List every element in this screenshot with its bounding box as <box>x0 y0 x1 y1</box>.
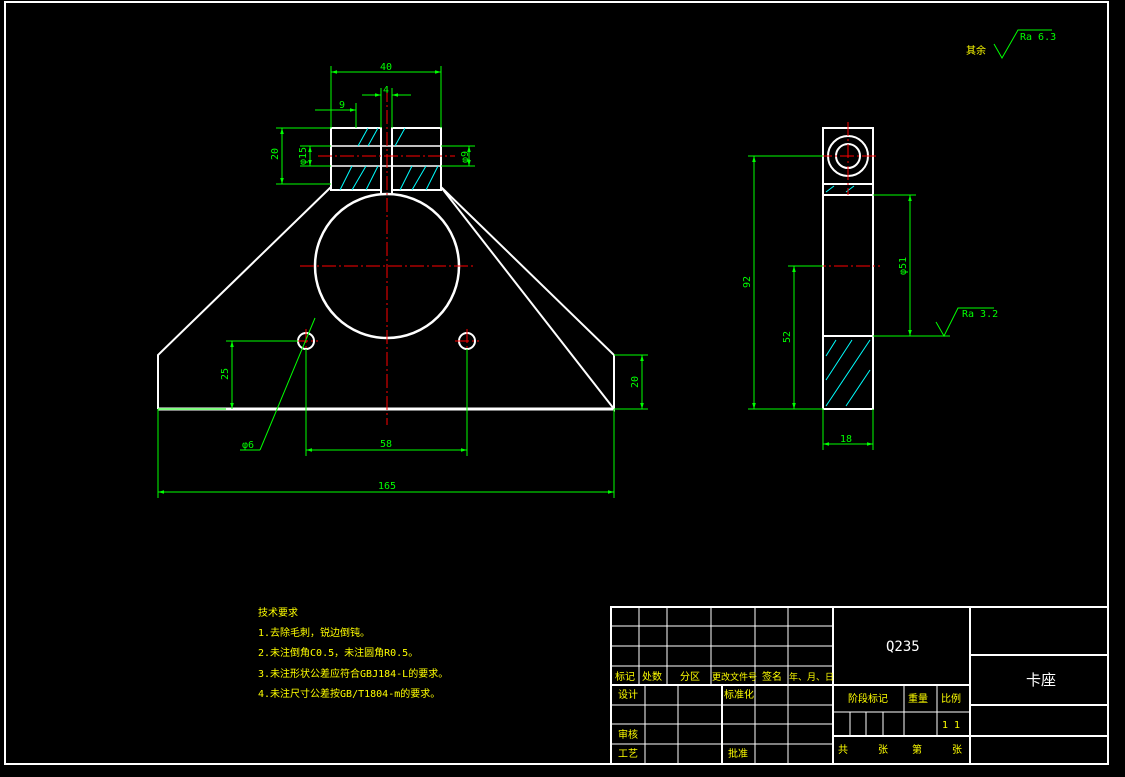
dim-25: 25 <box>220 368 231 380</box>
tb-review: 审核 <box>618 728 638 741</box>
dim-9: 9 <box>339 100 345 111</box>
tb-approve: 批准 <box>728 747 748 760</box>
roughness-symbol-general <box>993 29 1052 60</box>
tech-requirement-item: 1.去除毛刺，锐边倒钝。 <box>258 626 370 639</box>
tb-sheets: 张 <box>878 744 888 756</box>
tb-scale-value: 1 1 <box>942 720 960 731</box>
dim-dia-51: φ51 <box>898 257 909 275</box>
tb-total-sheets: 共 <box>838 744 848 756</box>
right-clamp-block <box>391 127 442 191</box>
tb-standardize: 标准化 <box>724 688 754 701</box>
dim-92: 92 <box>742 276 753 288</box>
tech-requirement-item: 2.未注倒角C0.5，未注圆角R0.5。 <box>258 646 418 659</box>
tech-requirements-title: 技术要求 <box>258 606 298 619</box>
dim-dia-9: φ9 <box>460 151 471 163</box>
dim-20-top: 20 <box>270 148 281 160</box>
dim-dia-15: φ15 <box>298 147 309 165</box>
left-clamp-block <box>330 127 382 191</box>
tb-part-name: 卡座 <box>1026 671 1056 689</box>
roughness-surface-value: Ra 3.2 <box>962 309 998 320</box>
dim-20-base: 20 <box>630 376 641 388</box>
tb-process: 工艺 <box>618 748 638 760</box>
dim-dia-6: φ6 <box>242 440 254 451</box>
tb-sheet-no: 第 <box>912 743 922 756</box>
dim-40: 40 <box>380 62 392 73</box>
front-dimensions <box>157 66 648 498</box>
tb-header-zone: 分区 <box>680 671 700 683</box>
tb-weight: 重量 <box>908 692 928 705</box>
tech-requirements: 技术要求 1.去除毛刺，锐边倒钝。 2.未注倒角C0.5，未注圆角R0.5。 3… <box>258 606 448 700</box>
tb-header-sign: 签名 <box>762 670 782 683</box>
tb-header-date: 年、月、日 <box>789 671 834 683</box>
roughness-symbol-surface <box>935 307 994 338</box>
tb-sheet-suffix: 张 <box>952 744 962 756</box>
tech-requirement-item: 4.未注尺寸公差按GB/T1804-m的要求。 <box>258 687 440 700</box>
tb-header-count: 处数 <box>642 670 662 683</box>
tb-scale: 比例 <box>941 692 961 705</box>
tech-requirement-item: 3.未注形状公差应符合GBJ184-L的要求。 <box>258 667 448 680</box>
dim-4: 4 <box>383 85 389 96</box>
side-view <box>790 122 880 410</box>
tb-header-mark: 标记 <box>615 671 635 683</box>
tb-stage-mark: 阶段标记 <box>848 692 888 705</box>
tb-header-change-doc: 更改文件号 <box>712 671 757 683</box>
roughness-general-label: 其余 <box>966 44 986 57</box>
dim-58: 58 <box>380 439 392 450</box>
drawing-border <box>4 1 1109 765</box>
roughness-general-value: Ra 6.3 <box>1020 32 1056 43</box>
dim-165: 165 <box>378 481 396 492</box>
side-dimensions <box>748 155 950 450</box>
tb-material: Q235 <box>886 639 920 655</box>
dim-52: 52 <box>782 331 793 343</box>
tb-design: 设计 <box>618 688 638 701</box>
dim-18: 18 <box>840 434 852 445</box>
title-block <box>610 606 1109 765</box>
